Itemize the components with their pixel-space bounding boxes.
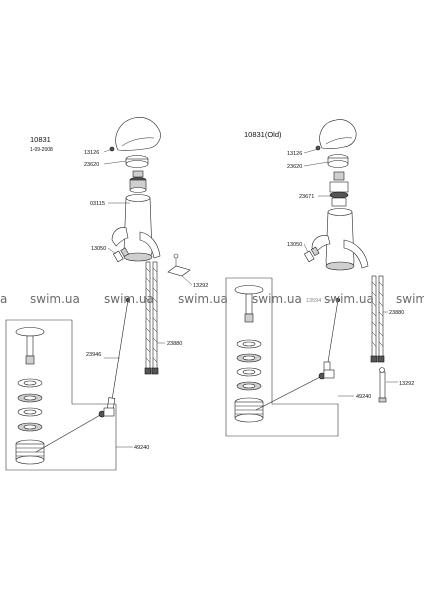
- right-waste-linkage: [255, 369, 335, 411]
- right-label-23671: 23671: [299, 194, 314, 200]
- left-pull-rod-23946: [106, 297, 131, 411]
- right-waste-box: [225, 277, 339, 437]
- left-cartridge: [129, 170, 147, 193]
- left-assembly: 10831 1-09-2008: [5, 117, 208, 471]
- watermark-row: a swim.ua swim.ua swim.ua swim.ua swim.u…: [0, 292, 424, 306]
- left-date: 1-09-2008: [30, 147, 53, 153]
- left-bracket-13292: [167, 253, 191, 277]
- left-lever-handle: [115, 117, 161, 151]
- right-aerator-13050: [303, 246, 320, 263]
- right-label-13126: 13126: [287, 151, 302, 157]
- left-flex-hoses-23880: [144, 261, 159, 375]
- watermark-edge-left: a: [0, 292, 7, 306]
- right-waste-body: [234, 397, 264, 423]
- right-label-23880: 23880: [389, 310, 404, 316]
- right-flex-hoses-23880: [370, 275, 385, 363]
- right-mixer-body: [311, 208, 369, 271]
- left-label-13292: 13292: [193, 283, 208, 289]
- watermark-4: swim.ua: [252, 292, 302, 306]
- left-label-23946: 23946: [86, 352, 101, 358]
- left-label-49240: 49240: [134, 445, 149, 451]
- right-label-13050: 13050: [287, 242, 302, 248]
- right-label-23620: 23620: [287, 164, 302, 170]
- left-label-23880: 23880: [167, 341, 182, 347]
- left-waste-box: [5, 319, 117, 471]
- right-popup-plug: [234, 285, 264, 323]
- left-waste-washers: [17, 378, 43, 432]
- left-waste-linkage: [35, 407, 115, 453]
- watermark-5: swim.ua: [324, 292, 374, 306]
- right-assembly: 10831(Old): [225, 119, 414, 437]
- right-cartridge-23671: [329, 171, 349, 207]
- left-label-23620: 23620: [84, 162, 99, 168]
- watermark-1: swim.ua: [30, 292, 80, 306]
- right-screw-13126: [315, 145, 321, 151]
- left-aerator-13050: [112, 247, 130, 263]
- right-label-49240: 49240: [356, 394, 371, 400]
- right-model-number: 10831(Old): [244, 130, 282, 139]
- right-bracket-13292: [378, 367, 387, 403]
- left-model-number: 10831: [30, 135, 51, 144]
- left-mixer-body: [111, 194, 161, 262]
- right-label-13292: 13292: [399, 381, 414, 387]
- left-popup-plug: [15, 327, 45, 365]
- right-lever-handle: [319, 119, 357, 149]
- right-pull-rod-13594: [323, 297, 341, 373]
- left-label-03115: 03115: [90, 201, 105, 207]
- left-label-13126: 13126: [84, 150, 99, 156]
- left-label-13050: 13050: [91, 246, 106, 252]
- watermark-3: swim.ua: [178, 292, 228, 306]
- watermark-2: swim.ua: [104, 292, 154, 306]
- right-label-13594: 13594: [306, 298, 321, 304]
- right-waste-washers: [236, 339, 262, 391]
- watermark-6: swim.ua: [396, 292, 424, 306]
- left-waste-body: [15, 439, 45, 465]
